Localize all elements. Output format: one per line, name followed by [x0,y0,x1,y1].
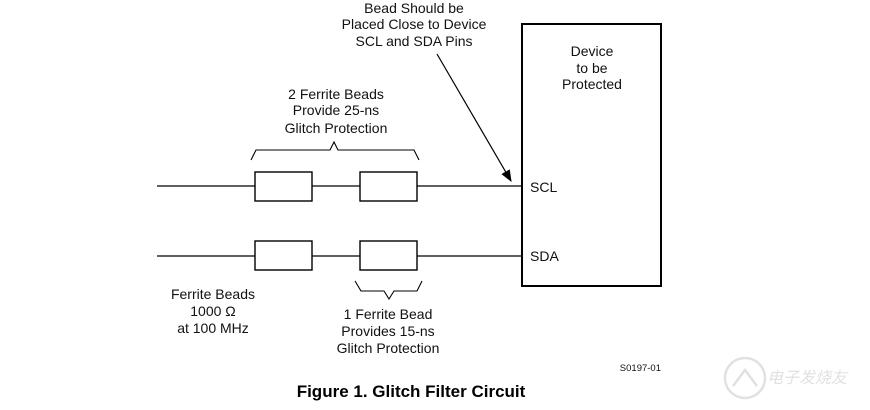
top-bead-brace [250,140,420,161]
top-group-label-line-2: Provide 25-ns [293,102,379,118]
watermark-text: 电子发烧友 [767,368,849,387]
device-label-line-3: Protected [562,76,622,92]
bead-spec-line-2: 1000 Ω [190,303,236,319]
figure-caption: Figure 1. Glitch Filter Circuit [297,382,526,401]
sda-ferrite-bead-2 [359,240,418,271]
bottom-group-label-line-1: 1 Ferrite Bead [344,306,433,322]
placement-note-line-3: SCL and SDA Pins [356,33,473,49]
placement-note-line-1: Bead Should be [364,0,464,16]
scl-ferrite-bead-1 [254,171,313,202]
scl-pin-label: SCL [530,179,557,195]
watermark-logo: 电子发烧友 [723,356,849,400]
placement-note-line-2: Placed Close to Device [342,16,487,32]
scl-ferrite-bead-2 [359,171,418,202]
figure-id: S0197-01 [620,363,661,374]
device-label-line-2: to be [576,60,607,76]
bead-spec-line-3: at 100 MHz [177,320,249,336]
placement-arrow [436,53,512,183]
device-box [521,23,662,287]
bead-spec-line-1: Ferrite Beads [171,286,255,302]
bottom-group-label-line-3: Glitch Protection [337,340,440,356]
bottom-group-label-line-2: Provides 15-ns [341,323,434,339]
sda-pin-label: SDA [530,248,559,264]
bottom-bead-brace [354,280,423,301]
device-label-line-1: Device [571,43,614,59]
top-group-label-line-1: 2 Ferrite Beads [288,86,384,102]
sda-ferrite-bead-1 [254,240,313,271]
top-group-label-line-3: Glitch Protection [285,120,388,136]
